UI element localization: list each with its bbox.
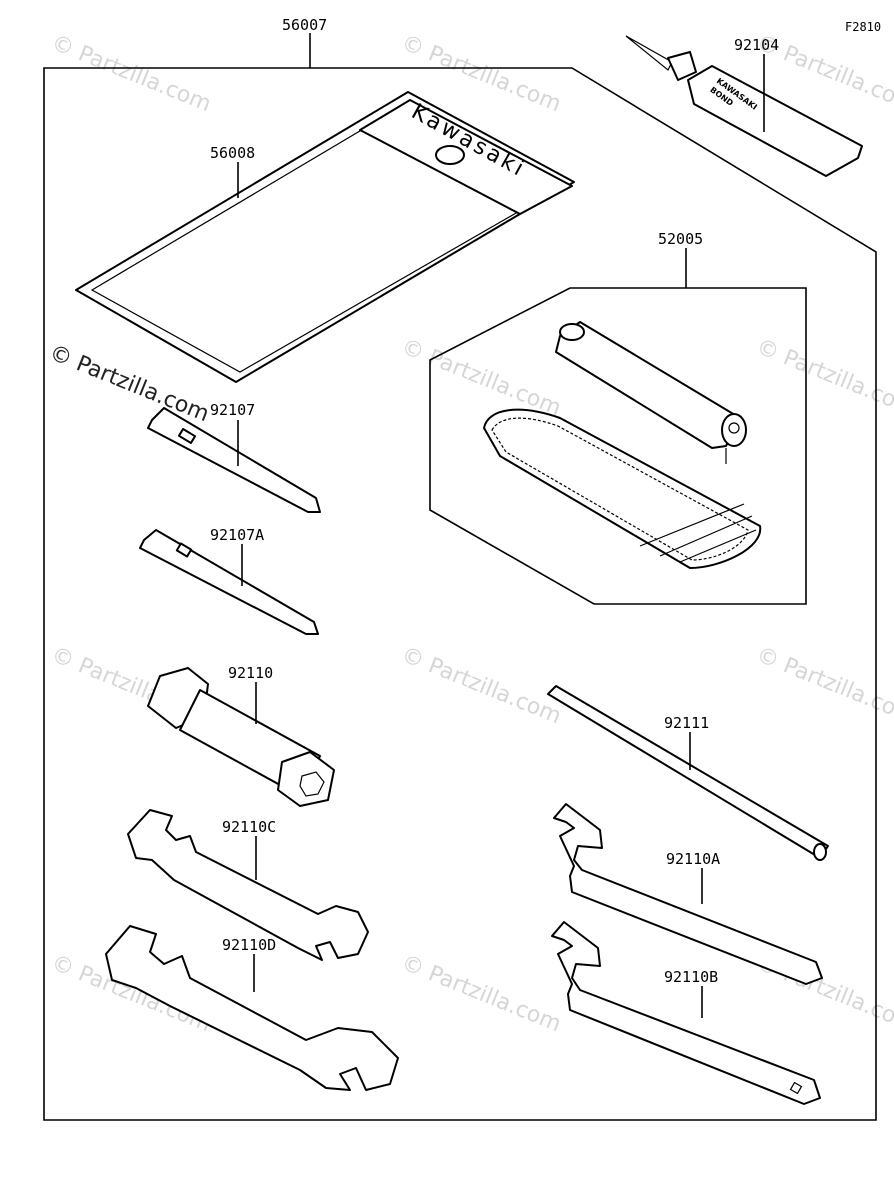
bag-stitch <box>491 417 749 561</box>
pouch-part: Kawasaki <box>75 91 575 383</box>
box-wrench-socket <box>299 771 325 797</box>
tube-body <box>687 65 863 177</box>
rod-body <box>547 685 829 859</box>
pouch-flap <box>359 99 573 215</box>
tube-nozzle <box>625 35 673 71</box>
pouch-snap <box>435 145 465 165</box>
label-56007: 56007 <box>282 16 327 34</box>
screwdriver-a-band <box>175 542 193 558</box>
bag-fold <box>639 503 757 563</box>
wrench-c-part <box>127 809 369 961</box>
label-92107: 92107 <box>210 401 255 419</box>
hook-wrench-b-square <box>789 1081 803 1095</box>
kit-outline <box>43 67 877 1121</box>
label-92110C: 92110C <box>222 818 276 836</box>
rod-part <box>547 685 829 861</box>
wrench-d-part <box>105 925 399 1091</box>
watermark: © Partzilla.com <box>753 642 894 729</box>
screwdriver-shaft <box>147 407 321 513</box>
subkit-outline <box>429 287 807 605</box>
watermark: © Partzilla.com <box>48 30 215 117</box>
bag-part <box>483 408 762 569</box>
label-92104: 92104 <box>734 36 779 54</box>
screwdriver-a-shaft <box>139 529 319 635</box>
watermark: © Partzilla.com <box>398 642 565 729</box>
hook-wrench-a-body <box>553 803 823 985</box>
bag-outer <box>483 408 762 569</box>
pump-end <box>721 413 747 447</box>
label-52005: 52005 <box>658 230 703 248</box>
pouch-outer <box>75 91 575 383</box>
tube-cap <box>667 51 697 81</box>
label-92110D: 92110D <box>222 936 276 954</box>
label-56008: 56008 <box>210 144 255 162</box>
wrench-c-body <box>127 809 369 961</box>
figure-code: F2810 <box>845 20 881 34</box>
pump-body <box>555 321 741 449</box>
box-wrench-end <box>277 751 335 807</box>
rod-end <box>813 843 827 861</box>
pump-port <box>728 422 740 434</box>
hook-wrench-b-body <box>551 921 821 1105</box>
screwdriver-part <box>147 407 321 513</box>
wrench-d-body <box>105 925 399 1091</box>
bond-tube-part: KAWASAKI BOND <box>625 35 863 177</box>
label-92107A: 92107A <box>210 526 264 544</box>
box-wrench-part <box>147 667 335 807</box>
label-92110B: 92110B <box>664 968 718 986</box>
screwdriver-a-part <box>139 529 319 635</box>
hook-wrench-a-part <box>553 803 823 985</box>
watermark: © Partzilla.com <box>398 334 565 421</box>
hook-wrench-b-part <box>551 921 821 1105</box>
pump-cap <box>559 323 585 341</box>
watermark: © Partzilla.com <box>398 950 565 1037</box>
label-92110A: 92110A <box>666 850 720 868</box>
label-92111: 92111 <box>664 714 709 732</box>
watermark: © Partzilla.com <box>753 334 894 421</box>
label-92110: 92110 <box>228 664 273 682</box>
pump-part <box>555 321 747 464</box>
screwdriver-band <box>177 427 197 445</box>
